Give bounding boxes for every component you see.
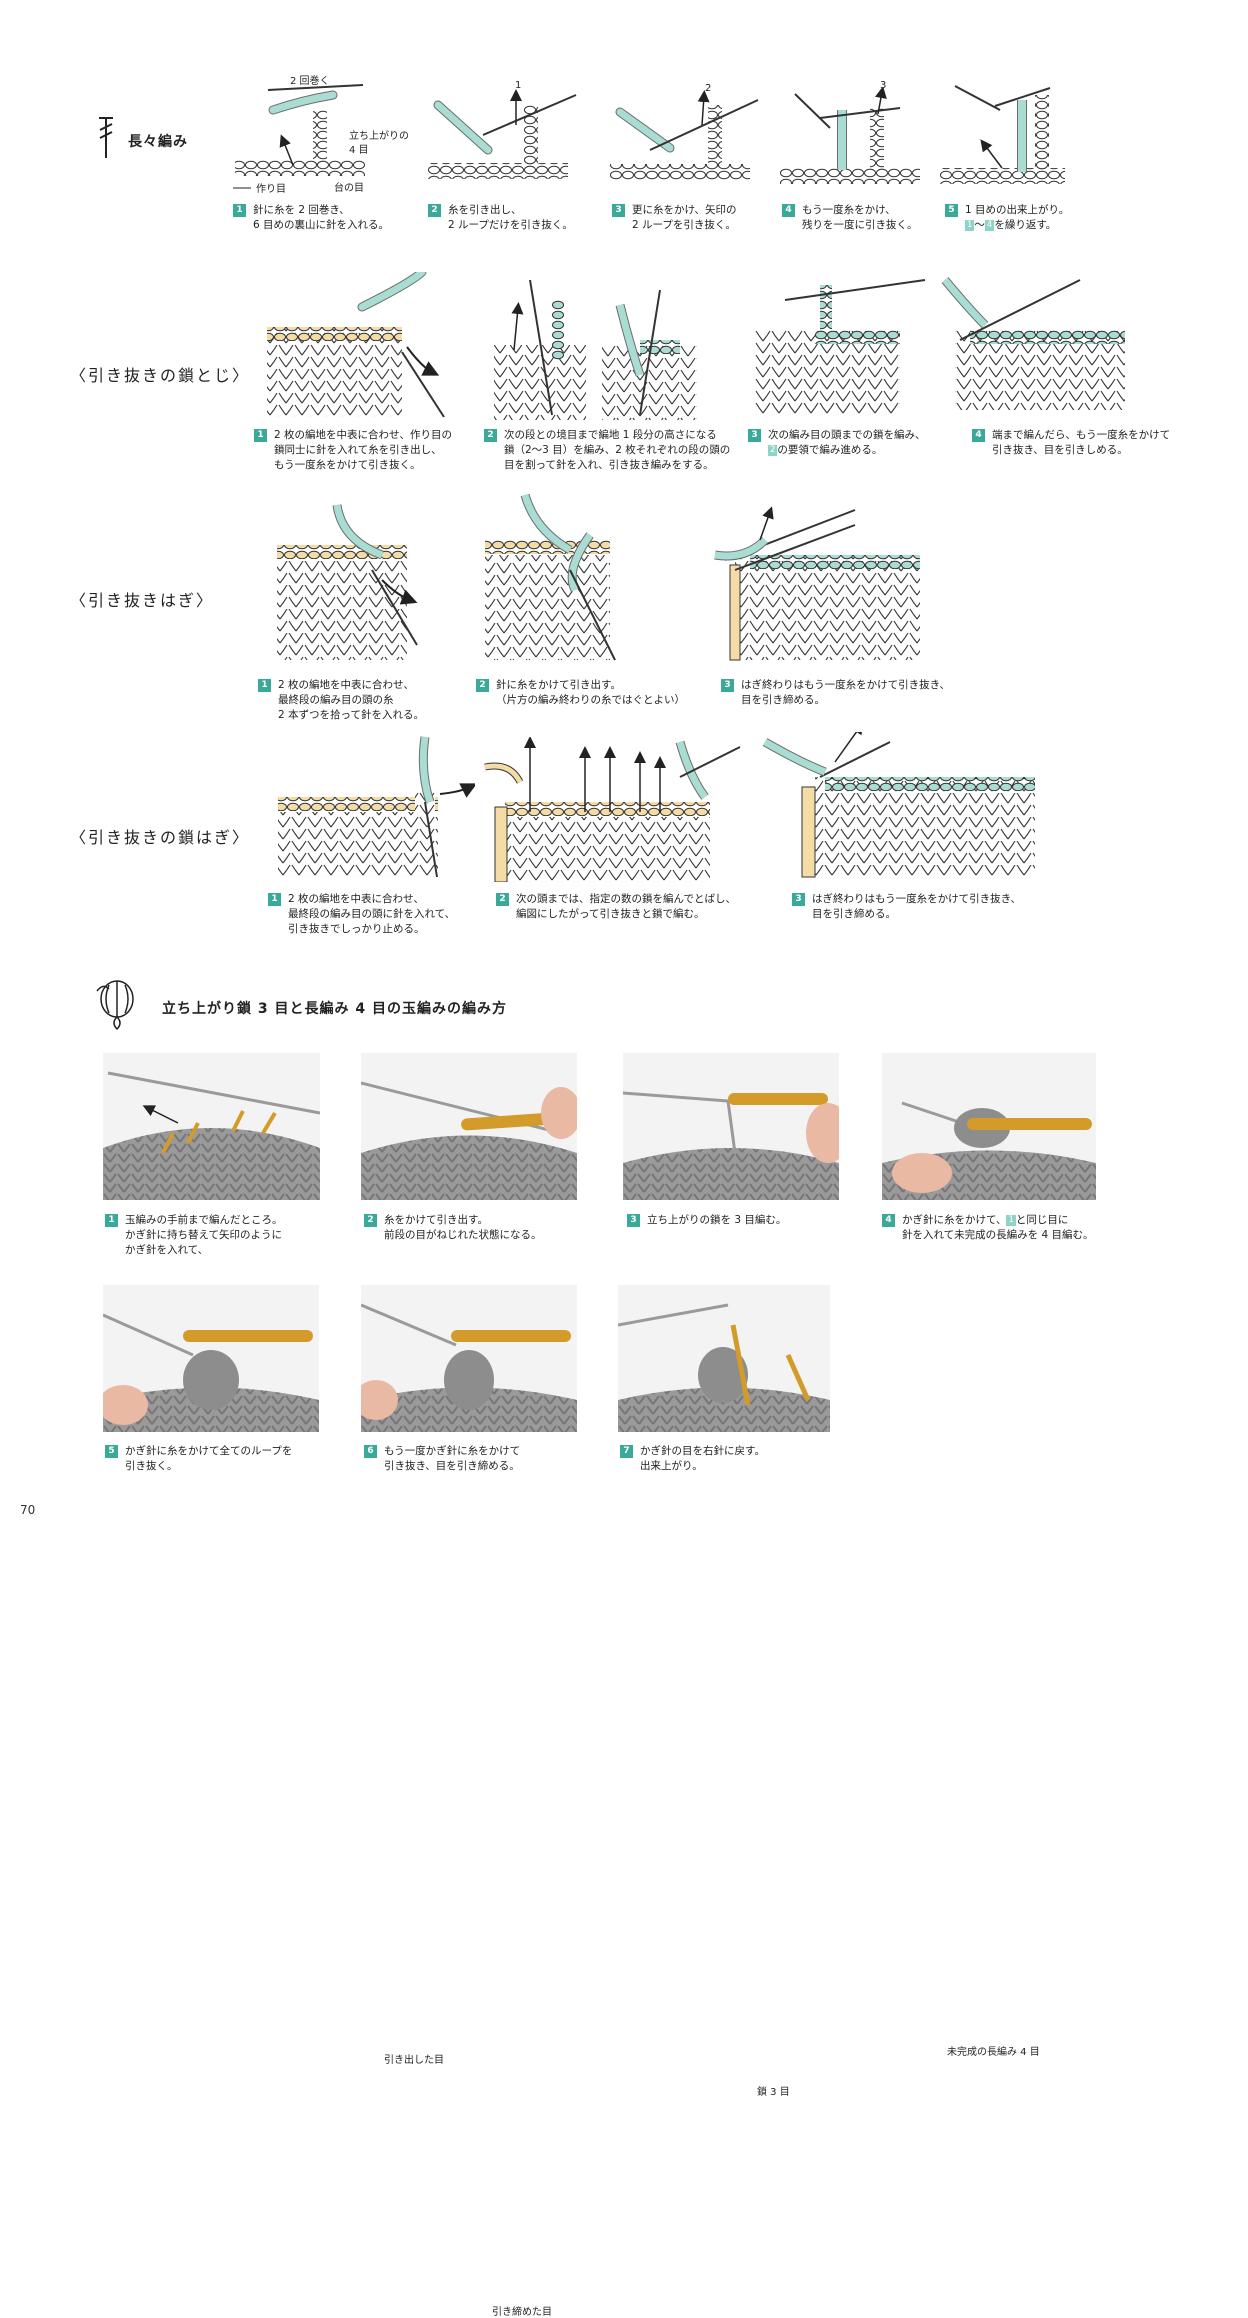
label-chain-3: 鎖 3 目 bbox=[755, 2083, 792, 2098]
section-slip-chain-graft: 〈引き抜きの鎖はぎ〉 1 2 枚の編地を中表に合わせ、 最終段の bbox=[0, 732, 1248, 947]
bobble-symbol-icon bbox=[95, 977, 139, 1036]
treble-symbol-icon bbox=[96, 116, 116, 164]
step-2: 2 糸を引き出し、 2 ループだけを引き抜く。 bbox=[428, 203, 573, 233]
step-2: 2 次の段との境目まで編地 1 段分の高さになる 鎖（2〜3 目）を編み、2 枚… bbox=[484, 428, 730, 473]
step-3: 3 立ち上がりの鎖を 3 目編む。 bbox=[627, 1213, 786, 1228]
label-n3: 3 bbox=[880, 80, 887, 91]
label-unfinished-dc: 未完成の長編み 4 目 bbox=[945, 2043, 1042, 2058]
photo-bobble-step5 bbox=[103, 1285, 319, 1432]
step-1: 1 2 枚の編地を中表に合わせ、 最終段の編み目の頭に針を入れて、 引き抜きでし… bbox=[268, 892, 455, 937]
section-title: 〈引き抜きはぎ〉 bbox=[70, 591, 215, 610]
step-1: 1 針に糸を 2 回巻き、 6 目めの裏山に針を入れる。 bbox=[233, 203, 389, 233]
page-number: 70 bbox=[20, 1503, 36, 1517]
section-slip-graft: 〈引き抜きはぎ〉 1 2 枚の編地を中表に合わせ、 最終段の編み目の頭の糸 2 … bbox=[0, 490, 1248, 730]
label-pulled-loop: 引き出した目 bbox=[382, 2051, 446, 2066]
illustration-treble-step5 bbox=[940, 85, 1065, 184]
illustration-graft-step2 bbox=[485, 493, 616, 661]
illustration-seam-step1 bbox=[267, 272, 445, 418]
photo-bobble-step4 bbox=[882, 1053, 1096, 1200]
section-title: 〈引き抜きの鎖はぎ〉 bbox=[70, 828, 251, 847]
step-6: 6 もう一度かぎ針に糸をかけて 引き抜き、目を引き締める。 bbox=[364, 1444, 520, 1474]
illustration-chain-graft-step1 bbox=[278, 736, 475, 878]
step-4: 4 端まで編んだら、もう一度糸をかけて 引き抜き、目を引きしめる。 bbox=[972, 428, 1170, 458]
photo-bobble-step6 bbox=[361, 1285, 577, 1432]
label-tightened-loop: 引き締めた目 bbox=[490, 2303, 554, 2318]
label-n2: 2 bbox=[705, 83, 712, 94]
illustration-seam-step3 bbox=[755, 279, 926, 415]
label-foundation: 作り目 bbox=[256, 184, 286, 195]
section-title: 〈引き抜きの鎖とじ〉 bbox=[70, 366, 251, 385]
section-slip-chain-seam: 〈引き抜きの鎖とじ〉 1 2 枚の編地を中表に合わせ、作り目の 鎖同 bbox=[0, 260, 1248, 480]
illustration-seam-step2a bbox=[494, 279, 586, 420]
photo-bobble-step7 bbox=[618, 1285, 830, 1432]
photo-bobble-step2 bbox=[361, 1053, 577, 1200]
step-2: 2 針に糸をかけて引き出す。 （片方の編み終わりの糸ではぐとよい） bbox=[476, 678, 685, 708]
illustration-chain-graft-step3 bbox=[762, 732, 1035, 878]
section-bobble: 立ち上がり鎖 3 目と長編み 4 目の玉編みの編み方 引き出した目 鎖 3 目 bbox=[0, 965, 1248, 2318]
step-1: 1 2 枚の編地を中表に合わせ、 最終段の編み目の頭の糸 2 本ずつを拾って針を… bbox=[258, 678, 424, 723]
section-double-treble: 長々編み 2 回巻く 立ち上がりの 4 目 作り目 台の目 1 2 bbox=[0, 0, 1248, 250]
illustration-seam-step2b bbox=[602, 289, 697, 420]
step-1: 1 玉編みの手前まで編んだところ。 かぎ針に持ち替えて矢印のように かぎ針を入れ… bbox=[105, 1213, 283, 1258]
step-2: 2 糸をかけて引き出す。 前段の目がねじれた状態になる。 bbox=[364, 1213, 542, 1243]
illustration-graft-step1 bbox=[277, 504, 418, 660]
illustration-treble-step4 bbox=[780, 88, 920, 184]
illustration-graft-step3 bbox=[714, 506, 920, 661]
step-3: 3 はぎ終わりはもう一度糸をかけて引き抜き、 目を引き締める。 bbox=[792, 892, 1021, 922]
step-7: 7 かぎ針の目を右針に戻す。 出来上がり。 bbox=[620, 1444, 765, 1474]
photo-bobble-step3 bbox=[623, 1053, 839, 1200]
label-rise-4: 立ち上がりの 4 目 bbox=[349, 131, 409, 156]
illustration-treble-step1 bbox=[233, 84, 365, 189]
step-1: 1 2 枚の編地を中表に合わせ、作り目の 鎖同士に針を入れて糸を引き出し、 もう… bbox=[254, 428, 452, 473]
step-5: 5 かぎ針に糸をかけて全てのループを 引き抜く。 bbox=[105, 1444, 292, 1474]
section-title: 長々編み bbox=[128, 134, 188, 150]
label-base: 台の目 bbox=[334, 183, 364, 194]
photo-bobble-step1 bbox=[103, 1053, 320, 1200]
step-2: 2 次の頭までは、指定の数の鎖を編んでとばし、 編図にしたがって引き抜きと鎖で編… bbox=[496, 892, 736, 922]
step-3: 3 更に糸をかけ、矢印の 2 ループを引き抜く。 bbox=[612, 203, 736, 233]
label-n1: 1 bbox=[515, 80, 522, 91]
step-4: 4 もう一度糸をかけ、 残りを一度に引き抜く。 bbox=[782, 203, 918, 233]
illustration-chain-graft-step2 bbox=[484, 737, 741, 882]
illustration-treble-step3 bbox=[610, 90, 759, 180]
section-title: 立ち上がり鎖 3 目と長編み 4 目の玉編みの編み方 bbox=[162, 1001, 507, 1017]
illustration-treble-step2 bbox=[428, 89, 577, 179]
step-3: 3 はぎ終わりはもう一度糸をかけて引き抜き、 目を引き締める。 bbox=[721, 678, 950, 708]
illustration-seam-step4 bbox=[941, 277, 1125, 410]
label-two-wraps: 2 回巻く bbox=[290, 76, 330, 87]
